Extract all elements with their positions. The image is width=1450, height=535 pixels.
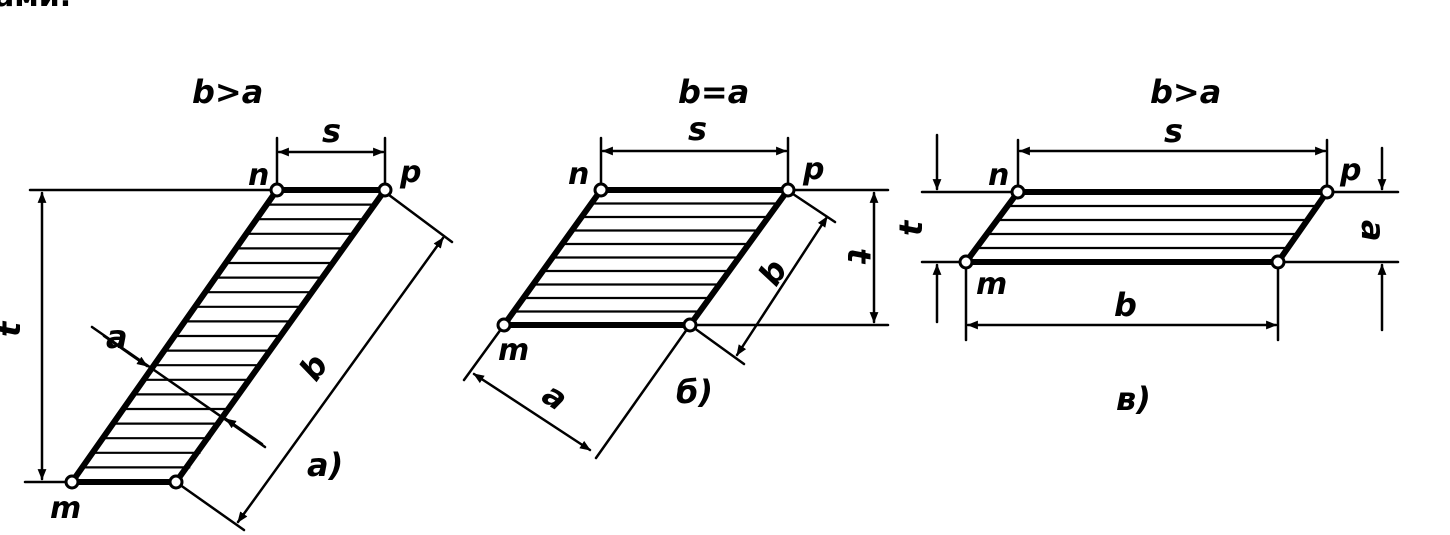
figure-c-parallelogram [963,189,1330,265]
figure-a-node-m [64,474,80,490]
figure-a-node-p [377,182,393,198]
figure-c-label-n: n [988,158,1009,193]
figure-c-node-m [958,254,974,270]
figure-a-dim-a-arrow-1 [102,334,149,368]
figure-b-label-m: m [498,333,529,368]
figure-b-label-a: a [536,375,575,419]
figure-c-label-b: b [1114,286,1137,324]
figure-b-label-t: t [840,248,878,265]
header-fragment: ами. [0,0,71,14]
figure-c-label-s: s [1164,112,1183,150]
figure-a-label-s: s [322,112,341,150]
figure-b-node-bottom-right [682,317,698,333]
figure-c-label-a: a [1354,220,1392,242]
figure-b-condition: b=a [678,73,749,111]
figure-b-hatching [513,202,779,313]
figure-c-label-m: m [976,267,1007,302]
figure-b-node-p [780,182,796,198]
figure-c-node-bottom-right [1270,254,1286,270]
figure-b-label-b: b [751,253,795,293]
figure-c-condition: b>a [1150,73,1221,111]
figure-b-dim-b [735,215,829,357]
figure-a-condition: b>a [192,73,263,111]
figure-b-ext-line-p [788,190,837,224]
figure-c: b>a n p m s b t a в) [892,73,1400,418]
figure-c-label-p: p [1339,153,1361,188]
figure-b-caption: б) [676,373,713,411]
figure-c-label-t: t [892,219,930,236]
figure-b-dim-a [472,372,592,452]
figure-b-label-p: p [802,152,824,187]
figure-a-label-b: b [291,347,335,388]
figure-a-node-bottom-right [168,474,184,490]
figure-b-label-n: n [568,157,589,192]
figure-b: b=a n p m s t b a б) [462,73,890,460]
figure-c-hatching [976,204,1317,250]
figure-a-dim-b [236,236,445,524]
figure-a-label-m: m [50,491,81,526]
figure-a-ext-line-p [383,190,454,244]
figure-c-caption: в) [1116,380,1151,418]
figure-c-node-p [1319,184,1335,200]
figure-b-node-m [496,317,512,333]
figure-a-ext-line-bottom-right [174,480,246,532]
figure-b-ext-line-a-left [462,323,506,382]
figure-a-dim-a-arrow-2 [224,417,264,446]
figure-b-label-s: s [688,110,707,148]
figure-b-ext-line-bottom-right [688,323,746,366]
figure-a-label-n: n [248,158,269,193]
figure-a-label-a: a [106,318,128,356]
figure-b-node-n [593,182,609,198]
figure-b-ext-line-a-right [594,323,692,460]
figure-a: b>a n p m s t a b а) [0,73,454,532]
figure-a-label-p: p [399,155,421,190]
figure-a-caption: а) [307,446,343,484]
figure-a-label-t: t [0,320,28,337]
figure-c-node-n [1010,184,1026,200]
figure-a-node-n [269,182,285,198]
